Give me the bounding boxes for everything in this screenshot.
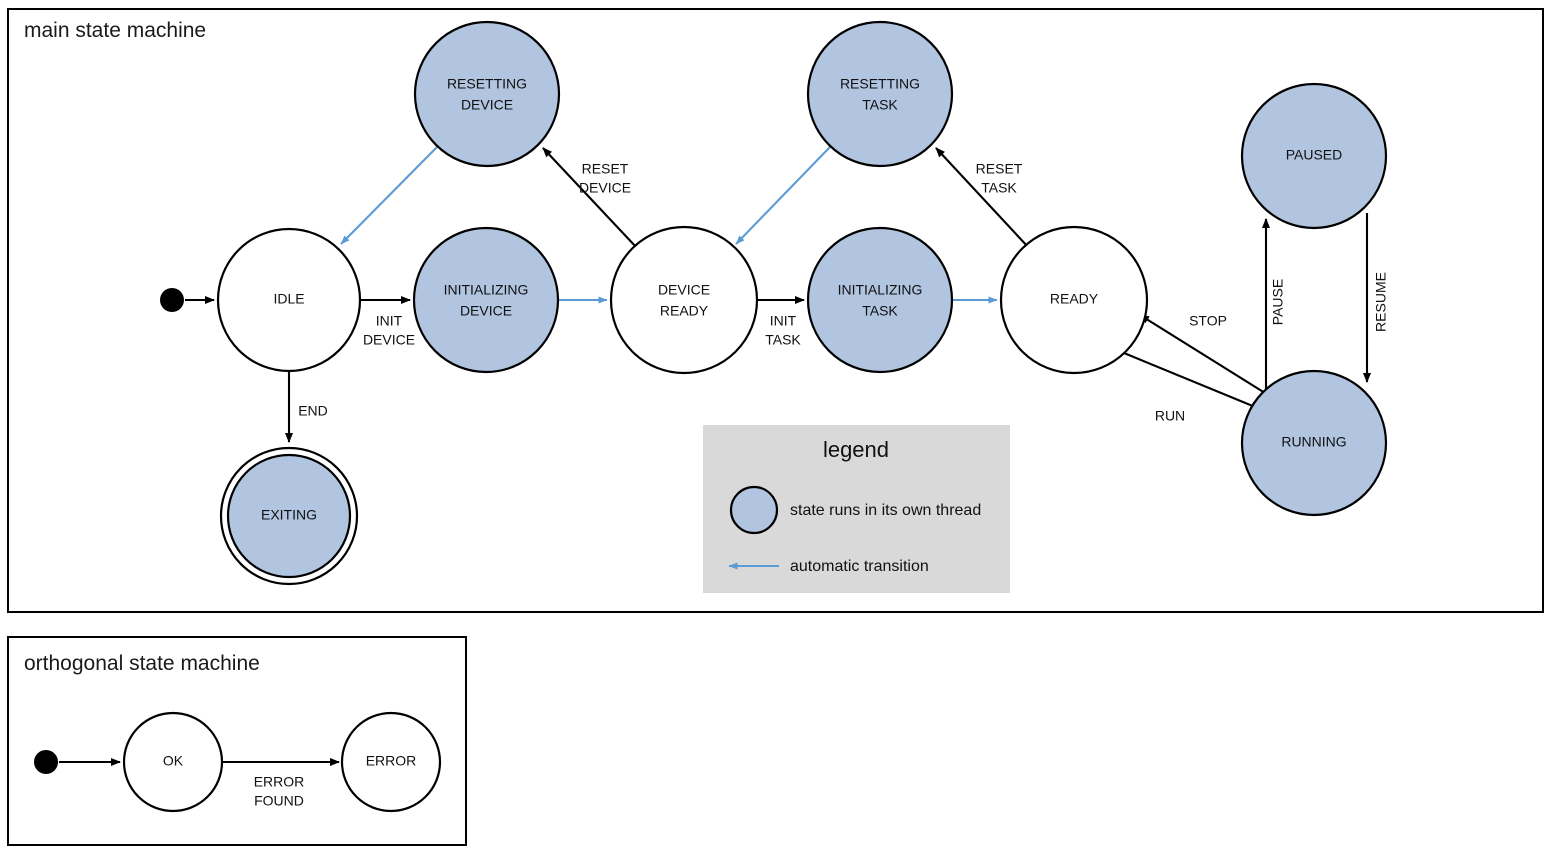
transition-label: PAUSE <box>1270 279 1286 325</box>
transition-label: DEVICE <box>363 332 415 348</box>
state-exiting[interactable]: EXITING <box>219 446 359 586</box>
state-idle[interactable]: IDLE <box>216 227 362 373</box>
transition-label: TASK <box>765 332 801 348</box>
main-frame-title: main state machine <box>24 19 206 42</box>
state-initializing-device[interactable]: INITIALIZING DEVICE <box>412 226 560 374</box>
transition-resetting-task-to-device-ready <box>735 146 831 245</box>
state-label: ERROR <box>366 753 417 769</box>
transition-ready-to-running: RUN <box>1123 352 1261 424</box>
transition-idle-to-initializing-device: INIT DEVICE <box>360 296 415 348</box>
transition-idle-to-exiting: END <box>285 371 328 443</box>
state-label: RESETTING <box>840 76 920 92</box>
legend-item-label: automatic transition <box>790 558 929 575</box>
transition-label: RESET <box>976 161 1023 177</box>
transition-label: FOUND <box>254 793 304 809</box>
transition-label: DEVICE <box>579 180 631 196</box>
state-label: READY <box>660 303 709 319</box>
transition-label: RUN <box>1155 408 1185 424</box>
state-resetting-task[interactable]: RESETTING TASK <box>806 20 954 168</box>
state-label: IDLE <box>273 291 304 307</box>
legend-item-label: state runs in its own thread <box>790 502 981 519</box>
state-label: INITIALIZING <box>444 282 529 298</box>
state-resetting-device[interactable]: RESETTING DEVICE <box>413 20 561 168</box>
transition-ortho-ok-to-error: ERROR FOUND <box>222 758 340 809</box>
state-label: PAUSED <box>1286 147 1343 163</box>
transition-label: END <box>298 403 328 419</box>
state-label: RESETTING <box>447 76 527 92</box>
state-label: TASK <box>862 303 898 319</box>
state-label: RUNNING <box>1281 434 1346 450</box>
orthogonal-frame-title: orthogonal state machine <box>24 652 260 675</box>
state-label: TASK <box>862 97 898 113</box>
transition-label: INIT <box>770 313 797 329</box>
state-label: DEVICE <box>461 97 513 113</box>
state-device-ready[interactable]: DEVICE READY <box>609 225 759 375</box>
transition-label: ERROR <box>254 774 305 790</box>
transition-ready-to-resetting-task: RESET TASK <box>935 147 1030 249</box>
transition-paused-to-running: RESUME <box>1363 213 1389 383</box>
transition-label: TASK <box>981 180 1017 196</box>
state-paused[interactable]: PAUSED <box>1240 82 1388 230</box>
transition-label: RESUME <box>1373 272 1389 332</box>
legend: legend state runs in its own thread auto… <box>703 425 1010 593</box>
state-label: DEVICE <box>658 282 710 298</box>
transition-device-ready-to-resetting-device: RESET DEVICE <box>542 147 638 249</box>
state-label: OK <box>163 753 184 769</box>
state-label: READY <box>1050 291 1099 307</box>
transition-label: RESET <box>582 161 629 177</box>
thread-state-swatch-icon <box>729 485 779 535</box>
state-ready[interactable]: READY <box>999 225 1149 375</box>
legend-item-thread-state: state runs in its own thread <box>729 485 981 535</box>
transition-running-to-paused: PAUSE <box>1262 218 1286 395</box>
ortho-start-state-marker <box>34 750 58 774</box>
transition-label: INIT <box>376 313 403 329</box>
transition-resetting-device-to-idle <box>340 146 438 245</box>
state-label: INITIALIZING <box>838 282 923 298</box>
transition-running-to-ready: STOP <box>1139 313 1266 394</box>
legend-title: legend <box>823 437 889 462</box>
state-label: EXITING <box>261 507 317 523</box>
state-initializing-task[interactable]: INITIALIZING TASK <box>806 226 954 374</box>
start-state-marker <box>160 288 184 312</box>
state-ortho-error[interactable]: ERROR <box>340 711 442 813</box>
legend-item-automatic-transition: automatic transition <box>728 558 929 575</box>
state-label: DEVICE <box>460 303 512 319</box>
transition-device-ready-to-initializing-task: INIT TASK <box>757 296 805 348</box>
state-running[interactable]: RUNNING <box>1240 369 1388 517</box>
transition-label: STOP <box>1189 313 1227 329</box>
state-ortho-ok[interactable]: OK <box>122 711 224 813</box>
